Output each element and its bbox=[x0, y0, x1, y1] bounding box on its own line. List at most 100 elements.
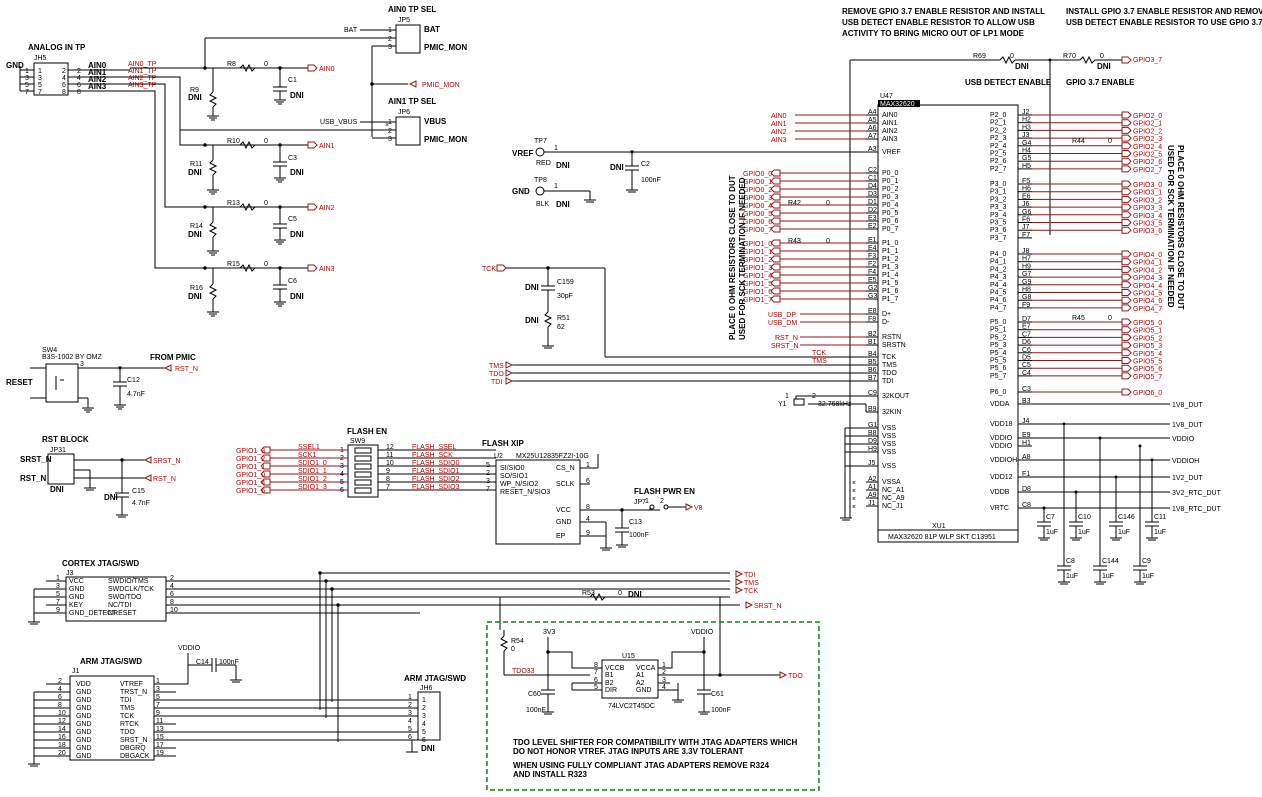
j1-pin-name: GND bbox=[76, 697, 92, 704]
nc-marker: × bbox=[852, 480, 856, 487]
gpio-port bbox=[1121, 188, 1132, 196]
gpio-enable-label: GPIO 3.7 ENABLE bbox=[1066, 78, 1135, 87]
sw9-pin-r: 9 bbox=[386, 468, 390, 475]
u47-pin-name: P1_7 bbox=[882, 296, 898, 303]
gpio-net-label: GPIO4_4 bbox=[1133, 283, 1162, 290]
sw9-left-net: GPIO1_5 bbox=[236, 488, 265, 495]
svg-text:DNI: DNI bbox=[610, 163, 624, 172]
j3-pin-number: 1 bbox=[56, 575, 60, 582]
svg-text:REMOVE GPIO 3.7 ENABLE RESISTO: REMOVE GPIO 3.7 ENABLE RESISTOR AND INST… bbox=[842, 7, 1045, 16]
j3-pin-name: GND bbox=[69, 594, 85, 601]
svg-text:6: 6 bbox=[77, 82, 81, 89]
u47-pin-name: VDD12 bbox=[990, 474, 1013, 481]
u15-pin-number: 6 bbox=[594, 677, 598, 684]
u47-pin-name: AIN3 bbox=[882, 136, 898, 143]
gpio-net-label: GPIO4_3 bbox=[1133, 275, 1162, 282]
u47-pin-name: VDDIO bbox=[990, 443, 1013, 450]
sw9-pin-r: 11 bbox=[386, 452, 393, 459]
j1-pin-name-r: TDO bbox=[120, 729, 135, 736]
svg-text:TDO: TDO bbox=[788, 673, 803, 680]
svg-text:AIN3: AIN3 bbox=[88, 82, 107, 91]
level-shifter-box bbox=[486, 621, 820, 791]
svg-text:AIN0: AIN0 bbox=[771, 113, 787, 120]
svg-text:C60: C60 bbox=[528, 691, 541, 698]
u47-pin-number: B6 bbox=[868, 367, 877, 374]
svg-text:5: 5 bbox=[38, 82, 42, 89]
sw9-left-net: GPIO1_2 bbox=[236, 456, 265, 463]
svg-text:PMIC_MON: PMIC_MON bbox=[424, 43, 467, 52]
j1-pin-name: GND bbox=[76, 705, 92, 712]
u47-pin-number: H4 bbox=[1022, 148, 1031, 155]
svg-text:TCK: TCK bbox=[812, 350, 826, 357]
sw9-pin-l: 3 bbox=[340, 463, 344, 470]
r43-label: R43 bbox=[788, 238, 801, 245]
svg-text:DNI: DNI bbox=[421, 744, 435, 753]
u47-pin-number: D9 bbox=[868, 438, 877, 445]
gpio-net-label: GPIO4_1 bbox=[1133, 260, 1162, 267]
svg-text:C3: C3 bbox=[288, 155, 297, 162]
svg-text:R15: R15 bbox=[227, 261, 240, 268]
gpio-net-label: GPIO0_7 bbox=[743, 227, 772, 234]
svg-text:TCK: TCK bbox=[482, 266, 496, 273]
u47-pin-name: P2_7 bbox=[990, 166, 1006, 173]
svg-text:C13: C13 bbox=[629, 519, 642, 526]
j1-pin-number-r: 5 bbox=[156, 694, 160, 701]
sw9-switch-cell bbox=[354, 479, 372, 486]
j3-pin-name-r: NRESET bbox=[108, 610, 137, 617]
svg-text:3: 3 bbox=[388, 44, 392, 51]
j1-pin-name-r: DBGRQ bbox=[120, 745, 146, 752]
jh6-pin-number: 2 bbox=[422, 705, 426, 712]
svg-text:AND INSTALL R323: AND INSTALL R323 bbox=[513, 770, 587, 779]
j1-pin-number-r: 15 bbox=[156, 734, 164, 741]
gpio-net-label: GPIO2_3 bbox=[1133, 136, 1162, 143]
svg-text:AIN3: AIN3 bbox=[319, 266, 335, 273]
u47-pin-name: P5_1 bbox=[990, 327, 1006, 334]
svg-text:JH6: JH6 bbox=[420, 685, 433, 692]
u47-pin-name: P3_1 bbox=[990, 189, 1006, 196]
decap-value: 1uF bbox=[1102, 573, 1114, 580]
svg-text:C159: C159 bbox=[557, 279, 574, 286]
u47-pin-number: C7 bbox=[1022, 331, 1031, 338]
jh6-pin-number-outer: 4 bbox=[408, 718, 412, 725]
j3-pin-number-r: 2 bbox=[170, 575, 174, 582]
gpio-net-label: GPIO1_2 bbox=[743, 257, 772, 264]
arm-jtag-title: ARM JTAG/SWD bbox=[80, 657, 142, 666]
u47-pin-name: P3_3 bbox=[990, 204, 1006, 211]
u47-pin-number: F7 bbox=[1022, 232, 1030, 239]
u47-pin-name: P4_6 bbox=[990, 297, 1006, 304]
svg-text:PMIC_MON: PMIC_MON bbox=[424, 135, 467, 144]
svg-text:2: 2 bbox=[77, 68, 81, 75]
j1-pin-number-r: 9 bbox=[156, 710, 160, 717]
u47-max32620: U47 MAX32620 XU1 MAX32620 81P WLP SKT C1… bbox=[877, 93, 1019, 543]
gpio-net-label: GPIO1_4 bbox=[743, 273, 772, 280]
gpio-port bbox=[1121, 157, 1132, 165]
u47-pin-name: P0_4 bbox=[882, 202, 898, 209]
u47-pin-name: VDDIO bbox=[990, 435, 1013, 442]
r42-value: 0 bbox=[826, 200, 830, 207]
u15-pin-number-r: 3 bbox=[662, 677, 666, 684]
note-top-left: REMOVE GPIO 3.7 ENABLE RESISTOR AND INST… bbox=[842, 7, 1045, 38]
nc-marker: × bbox=[852, 496, 856, 503]
u47-pin-name: P2_6 bbox=[990, 158, 1006, 165]
svg-text:AIN1: AIN1 bbox=[319, 143, 335, 150]
svg-text:C2: C2 bbox=[641, 161, 650, 168]
svg-text:DNI: DNI bbox=[290, 292, 304, 301]
svg-text:SRST_N: SRST_N bbox=[754, 603, 782, 610]
svg-text:1: 1 bbox=[38, 68, 42, 75]
gpio-port bbox=[1121, 341, 1132, 349]
u47-pin-number: C1 bbox=[868, 175, 877, 182]
j3-pin-number-r: 6 bbox=[170, 591, 174, 598]
u47-pin-number: B8 bbox=[868, 430, 877, 437]
gpio-port bbox=[260, 446, 271, 454]
svg-text:PMIC_MON: PMIC_MON bbox=[422, 82, 460, 89]
jh6-pin-number-outer: 3 bbox=[408, 710, 412, 717]
gpio-port bbox=[1121, 326, 1132, 334]
decap-ref: C144 bbox=[1102, 558, 1119, 565]
u47-pin-name: NC_A1 bbox=[882, 487, 905, 494]
svg-text:SRST_N: SRST_N bbox=[153, 458, 181, 465]
ain-routing bbox=[130, 66, 308, 270]
svg-text:AIN0: AIN0 bbox=[319, 66, 335, 73]
gpio-port bbox=[1121, 195, 1132, 203]
svg-text:PLACE 0 OHM RESISTORS CLOSE TO: PLACE 0 OHM RESISTORS CLOSE TO DUT bbox=[1176, 145, 1185, 310]
j1-pin-name: GND bbox=[76, 729, 92, 736]
